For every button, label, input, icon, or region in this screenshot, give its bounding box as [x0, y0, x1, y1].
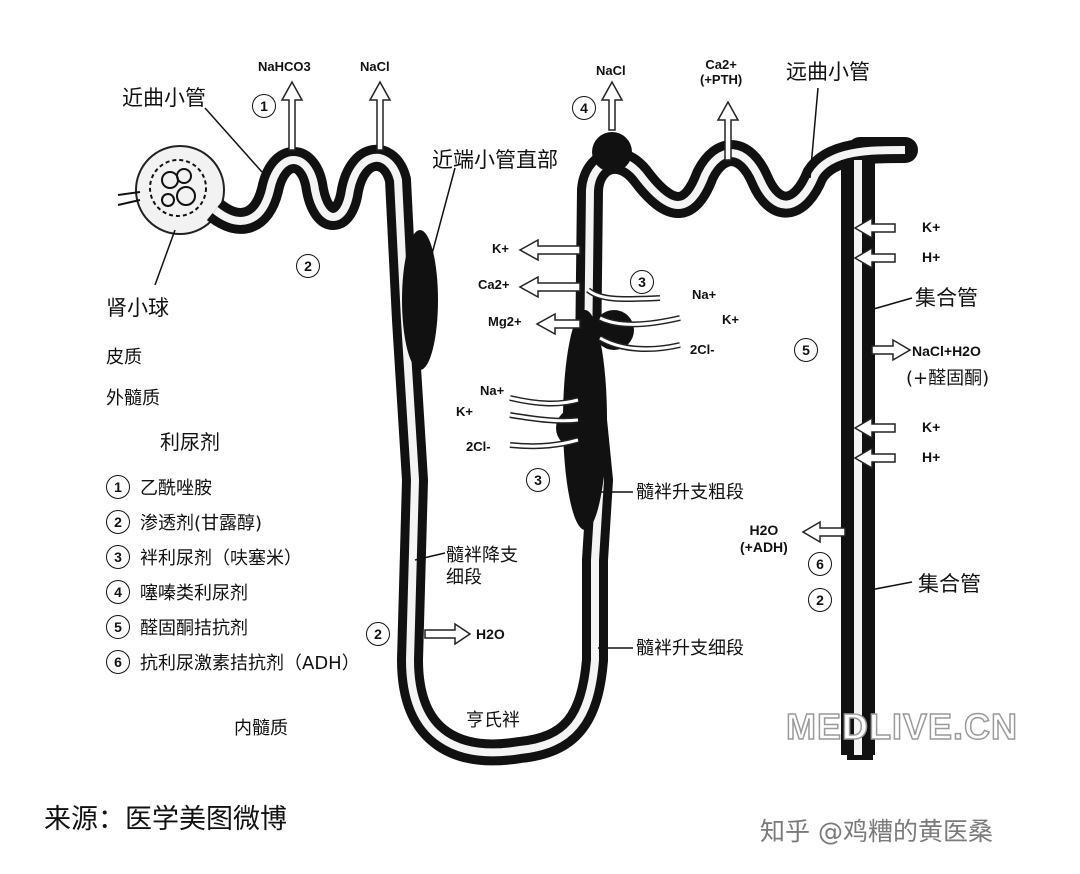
ion-nacl-distal: NaCl — [596, 63, 626, 78]
ion-ca-pth: Ca2+ (+PTH) — [700, 57, 743, 87]
marker-4: 4 — [572, 96, 596, 120]
legend-number: 3 — [106, 545, 130, 569]
label-loop-of-henle: 亨氏袢 — [466, 710, 520, 731]
legend-number: 2 — [106, 510, 130, 534]
marker-3b: 3 — [526, 468, 550, 492]
ion-h2o-adh: H2O (+ADH) — [740, 522, 788, 555]
label-thin-ascending: 髓袢升支细段 — [636, 638, 744, 659]
legend-text: 抗利尿激素拮抗剂（ADH） — [140, 653, 360, 674]
label-thin-descending: 髓袢降支 细段 — [446, 545, 518, 588]
label-glomerulus: 肾小球 — [106, 296, 169, 320]
marker-5: 5 — [794, 338, 818, 362]
ion-aldosterone: (+醛固酮) — [906, 368, 990, 389]
label-collecting-duct-upper: 集合管 — [915, 286, 978, 310]
ion-cl-right: 2Cl- — [690, 342, 715, 357]
legend-text: 乙酰唑胺 — [140, 478, 212, 499]
legend-item-2: 2 渗透剂(甘露醇) — [106, 509, 262, 535]
legend-number: 1 — [106, 475, 130, 499]
ion-cl-low: 2Cl- — [466, 439, 491, 454]
label-outer-medulla: 外髓质 — [106, 388, 160, 409]
ion-k-cd2: K+ — [922, 419, 941, 435]
marker-6: 6 — [808, 552, 832, 576]
legend-item-4: 4 噻嗪类利尿剂 — [106, 579, 248, 605]
marker-1: 1 — [252, 94, 276, 118]
glomerulus-shape — [117, 145, 225, 235]
legend-text: 袢利尿剂（呋塞米） — [140, 548, 302, 569]
ion-nacl-h2o: NaCl+H2O — [912, 343, 981, 359]
marker-2c: 2 — [808, 588, 832, 612]
legend-number: 5 — [106, 615, 130, 639]
ion-k-cd1: K+ — [922, 219, 941, 235]
transporter-distal — [592, 132, 632, 172]
marker-2b: 2 — [366, 622, 390, 646]
label-cortex: 皮质 — [106, 347, 142, 368]
ion-nahco3: NaHCO3 — [258, 59, 311, 74]
legend-text: 醛固酮拮抗剂 — [140, 618, 248, 639]
ion-na-low: Na+ — [480, 383, 505, 398]
source-caption: 来源：医学美图微博 — [44, 804, 287, 835]
ion-k-right: K+ — [722, 312, 739, 327]
marker-3a: 3 — [630, 270, 654, 294]
legend-number: 6 — [106, 650, 130, 674]
ion-h-cd2: H+ — [922, 449, 941, 465]
tubule-lumen — [212, 146, 906, 757]
author-credit: 知乎 @鸡糟的黄医桑 — [760, 817, 993, 846]
legend-item-5: 5 醛固酮拮抗剂 — [106, 614, 248, 640]
label-inner-medulla: 内髓质 — [234, 718, 288, 739]
legend-text: 噻嗪类利尿剂 — [140, 583, 248, 604]
label-collecting-duct-lower: 集合管 — [918, 572, 981, 596]
ion-ca-left: Ca2+ — [478, 277, 510, 292]
ion-na-right: Na+ — [692, 287, 717, 302]
watermark: MEDLIVE.CN — [785, 705, 1019, 748]
legend-title: 利尿剂 — [160, 430, 220, 454]
label-proximal-straight: 近端小管直部 — [432, 148, 558, 172]
ion-nacl-top: NaCl — [360, 59, 390, 74]
ion-mg-left: Mg2+ — [488, 314, 522, 329]
legend-number: 4 — [106, 580, 130, 604]
marker-2a: 2 — [296, 254, 320, 278]
label-proximal-convoluted: 近曲小管 — [122, 86, 206, 110]
label-thick-ascending: 髓袢升支粗段 — [636, 482, 744, 503]
legend-text: 渗透剂(甘露醇) — [140, 513, 263, 534]
label-distal-convoluted: 远曲小管 — [786, 60, 870, 84]
legend-item-1: 1 乙酰唑胺 — [106, 474, 212, 500]
ion-k-low: K+ — [456, 404, 473, 419]
ion-k-left: K+ — [492, 241, 509, 256]
legend-item-6: 6 抗利尿激素拮抗剂（ADH） — [106, 649, 360, 675]
legend-item-3: 3 袢利尿剂（呋塞米） — [106, 544, 302, 570]
ion-h2o-loop: H2O — [476, 626, 505, 642]
ion-h-cd1: H+ — [922, 249, 941, 265]
